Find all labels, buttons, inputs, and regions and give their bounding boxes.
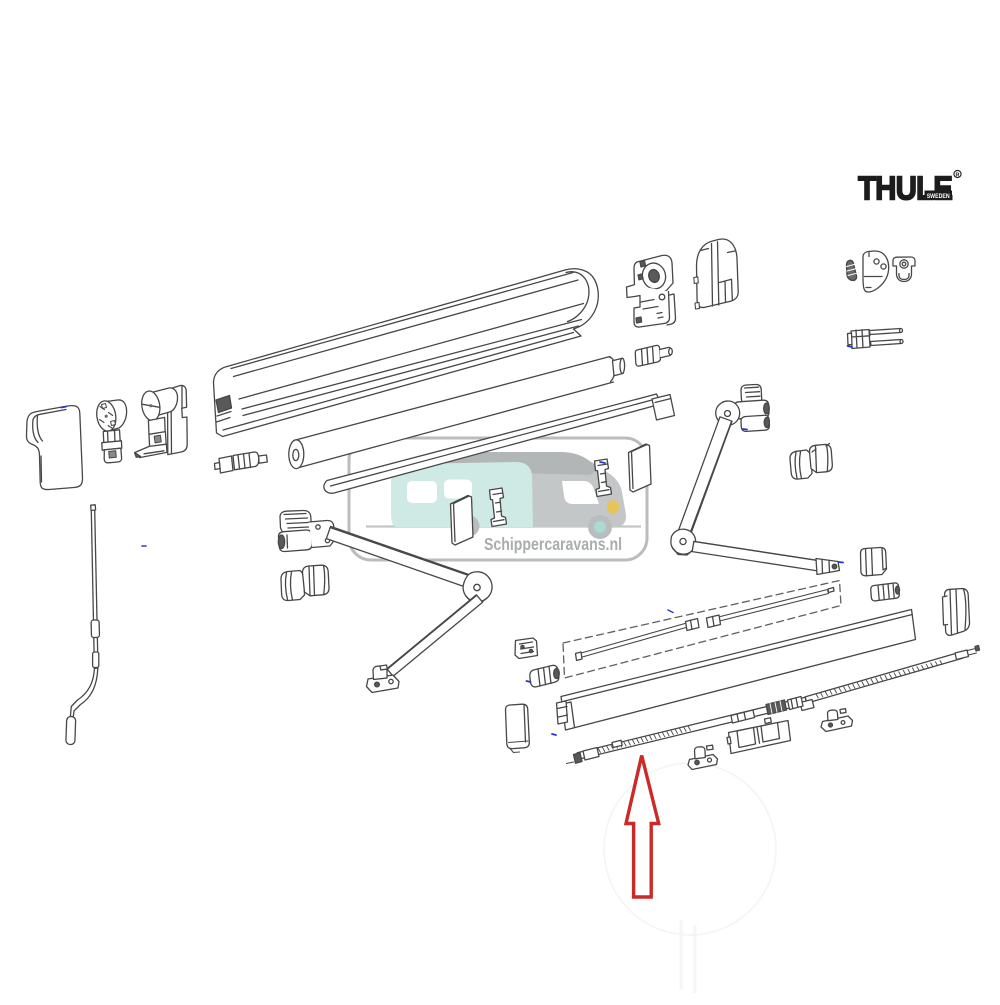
svg-text:Schippercaravans.nl: Schippercaravans.nl <box>484 534 622 554</box>
svg-text:THULE: THULE <box>858 171 953 208</box>
svg-text:R: R <box>956 172 960 178</box>
svg-text:SWEDEN: SWEDEN <box>927 193 950 200</box>
